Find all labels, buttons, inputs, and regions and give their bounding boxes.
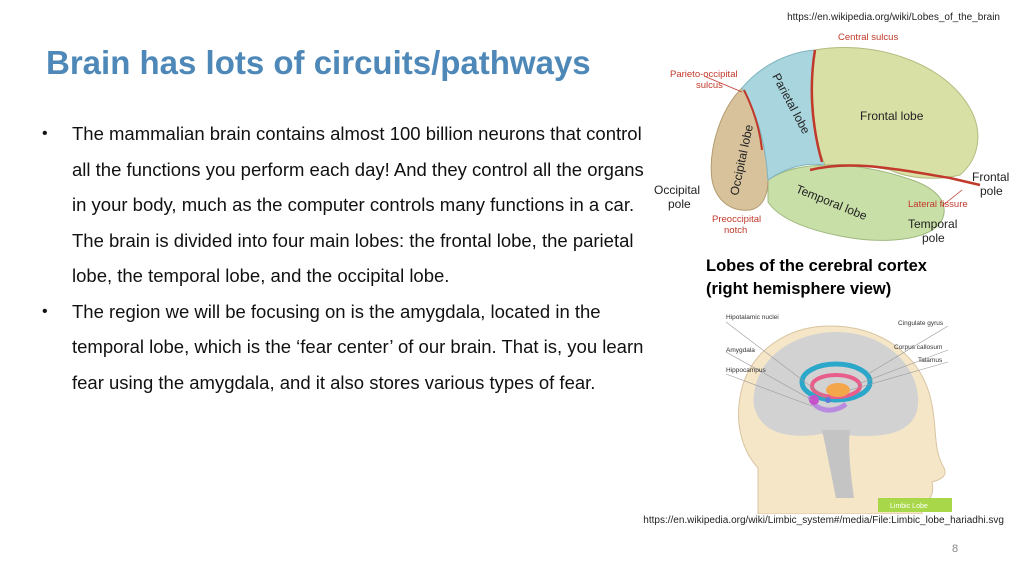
label-parieto-occipital: Parieto-occipital xyxy=(670,69,738,80)
cingulate-gyrus-shape xyxy=(799,361,873,403)
bullet-dot-icon: • xyxy=(42,125,48,142)
label-preoccipital-notch: notch xyxy=(724,225,747,236)
brainstem-silhouette xyxy=(822,430,854,498)
caption-line: (right hemisphere view) xyxy=(706,280,892,298)
label-cingulate-gyrus: Cingulate gyrus xyxy=(898,320,944,327)
label-lateral-fissure: Lateral fissure xyxy=(908,199,968,210)
source-url-top[interactable]: https://en.wikipedia.org/wiki/Lobes_of_t… xyxy=(787,12,1000,23)
label-hippocampus: Hippocampus xyxy=(726,367,766,374)
bullet-item: • The region we will be focusing on is t… xyxy=(30,294,660,401)
pointer-line xyxy=(703,75,743,93)
pointer-line xyxy=(849,361,949,391)
hipotalamic-nuclei-shape xyxy=(825,397,831,403)
pointer-line xyxy=(725,351,813,401)
pointer-line xyxy=(857,349,949,385)
caption-line: Lobes of the cerebral cortex xyxy=(706,257,927,275)
label-frontal-lobe: Frontal lobe xyxy=(860,109,924,123)
label-limbic-lobe: Limbic Lobe xyxy=(890,503,928,510)
brain-lobes-illustration: Central sulcus Parieto-occipital sulcus … xyxy=(654,32,1009,245)
lateral-fissure-line xyxy=(809,164,981,187)
label-frontal-pole-2: pole xyxy=(980,184,1003,198)
bullet-text: The mammalian brain contains almost 100 … xyxy=(72,123,644,286)
label-corpus-callosum: Corpus callosum xyxy=(894,344,942,351)
pointer-line xyxy=(941,189,963,207)
slide-title: Brain has lots of circuits/pathways xyxy=(46,44,591,81)
amygdala-shape xyxy=(809,395,819,405)
pointer-line xyxy=(867,325,949,375)
bullet-text: The region we will be focusing on is the… xyxy=(72,300,644,393)
label-amygdala: Amygdala xyxy=(726,347,755,354)
label-talamus: Talamus xyxy=(918,357,943,364)
label-frontal-pole: Frontal xyxy=(972,170,1009,184)
label-parieto-occipital-sulcus: sulcus xyxy=(696,80,723,91)
figure-caption: Lobes of the cerebral cortex (right hemi… xyxy=(706,255,1006,301)
label-central-sulcus: Central sulcus xyxy=(838,32,898,43)
central-sulcus-line xyxy=(810,49,824,163)
label-temporal-pole: Temporal xyxy=(908,217,957,231)
page-number: 8 xyxy=(951,543,959,555)
talamus-shape xyxy=(826,383,850,397)
source-url-bottom[interactable]: https://en.wikipedia.org/wiki/Limbic_sys… xyxy=(643,515,1004,526)
parieto-occipital-line xyxy=(743,89,763,151)
corpus-callosum-shape xyxy=(810,373,862,399)
label-occipital-pole-2: pole xyxy=(668,197,691,211)
bullet-dot-icon: • xyxy=(42,302,48,320)
bullet-item: • The mammalian brain contains almost 10… xyxy=(30,116,660,294)
pointer-line xyxy=(725,373,813,407)
label-preoccipital: Preoccipital xyxy=(712,214,761,225)
limbic-system-illustration: Hipotalamic nuclei Cingulate gyrus Amygd… xyxy=(725,314,952,514)
label-temporal-pole-2: pole xyxy=(922,231,945,245)
label-occipital-pole: Occipital xyxy=(654,183,700,197)
label-hipotalamic-nuclei: Hipotalamic nuclei xyxy=(726,314,779,321)
pointer-line xyxy=(725,321,827,399)
limbic-lobe-badge xyxy=(878,498,952,512)
bullet-list: • The mammalian brain contains almost 10… xyxy=(30,116,660,400)
